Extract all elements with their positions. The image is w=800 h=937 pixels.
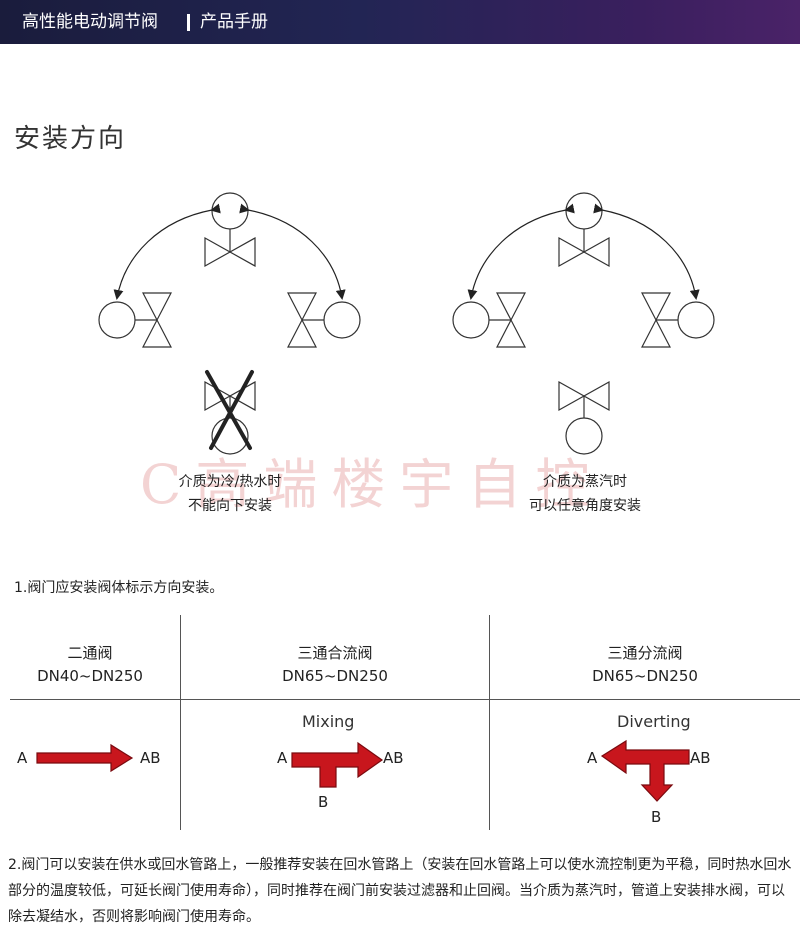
rotation-arrow-left [113, 203, 221, 300]
product-title: 高性能电动调节阀 [22, 12, 158, 32]
steam-caption-line1: 介质为蒸汽时 [543, 474, 627, 490]
valve-type-name: 三通分流阀 [607, 644, 683, 662]
rotation-arrow-right [593, 203, 700, 300]
port-label-ab: AB [383, 749, 404, 767]
port-label-b: B [651, 808, 662, 826]
valve-left-icon [452, 292, 526, 348]
water-caption-line2: 不能向下安装 [188, 498, 272, 514]
valve-right-icon [641, 292, 715, 348]
flow-arrow-mixing-icon [291, 741, 384, 788]
port-label-a: A [587, 749, 598, 767]
column-divider [180, 615, 181, 830]
rotation-arrow-left [467, 203, 575, 300]
valve-upright-icon [558, 192, 610, 268]
water-caption-line1: 介质为冷/热水时 [178, 474, 282, 490]
header-divider [10, 699, 800, 700]
flow-arrow-straight-icon [36, 743, 134, 773]
port-label-b: B [318, 793, 329, 811]
valve-downward-icon [558, 380, 610, 455]
column-header-diverting: 三通分流阀 DN65~DN250 [490, 642, 800, 688]
valve-size-range: DN65~DN250 [592, 667, 698, 685]
column-header-mixing: 三通合流阀 DN65~DN250 [181, 642, 489, 688]
flow-arrow-diverting-icon [600, 739, 690, 802]
valve-left-icon [98, 292, 172, 348]
steam-caption: 介质为蒸汽时 可以任意角度安装 [490, 470, 680, 518]
valve-size-range: DN40~DN250 [37, 667, 143, 685]
mode-label-diverting: Diverting [617, 712, 691, 731]
header-banner: 高性能电动调节阀 产品手册 [0, 0, 800, 44]
note-2: 2.阀门可以安装在供水或回水管路上，一般推荐安装在回水管路上（安装在回水管路上可… [8, 857, 792, 925]
water-caption: 介质为冷/热水时 不能向下安装 [150, 470, 310, 518]
port-label-a: A [17, 749, 28, 767]
prohibited-cross-icon [205, 370, 254, 450]
watermark: C高端楼宇自控 [140, 453, 604, 516]
installation-direction-diagram [98, 192, 715, 455]
valve-upright-icon [204, 192, 256, 268]
note-1: 1.阀门应安装阀体标示方向安装。 [14, 580, 224, 596]
valve-type-name: 三通合流阀 [297, 644, 373, 662]
document-type: 产品手册 [200, 12, 268, 32]
column-divider [489, 615, 490, 830]
valve-type-table: 二通阀 DN40~DN250 三通合流阀 DN65~DN250 三通分流阀 DN… [0, 615, 800, 830]
port-label-a: A [277, 749, 288, 767]
column-header-two-way: 二通阀 DN40~DN250 [0, 642, 180, 688]
valve-size-range: DN65~DN250 [282, 667, 388, 685]
section-title: 安装方向 [14, 124, 127, 154]
header-separator [187, 14, 190, 31]
port-label-ab: AB [690, 749, 711, 767]
mode-label-mixing: Mixing [302, 712, 355, 731]
steam-valve-group [452, 192, 715, 455]
rotation-arrow-right [239, 203, 346, 300]
valve-type-name: 二通阀 [67, 644, 113, 662]
port-label-ab: AB [140, 749, 161, 767]
steam-caption-line2: 可以任意角度安装 [529, 498, 641, 514]
valve-right-icon [287, 292, 361, 348]
